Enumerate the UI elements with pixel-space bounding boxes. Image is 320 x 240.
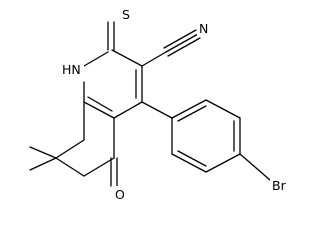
o-label-mask (113, 186, 129, 203)
bond-aryl-link (141, 101, 173, 119)
bond-ring-c4a-c8a (83, 101, 115, 119)
bond-ring-c2-c3 (111, 49, 143, 67)
bond-nitrile-2 (163, 29, 197, 49)
bond-methyl-2 (29, 157, 57, 171)
bond-ring-c7-c6 (55, 157, 85, 177)
bond-ring-c4-c4a (113, 101, 143, 119)
bond-ring-c8-c7 (55, 139, 85, 159)
bond-aryl-1 (171, 99, 207, 119)
molecule-structure: HN S N O Br (29, 6, 294, 203)
bond-aryl-5 (171, 153, 207, 173)
bond-ring-nh-c2 (83, 51, 109, 67)
atom-label-n: N (199, 21, 208, 36)
atom-labels: HN S N O Br (60, 6, 294, 203)
bond-aryl-2 (205, 99, 241, 119)
bond-aryl-4 (205, 153, 241, 173)
bond-ring-c6-c5 (83, 157, 115, 177)
n-label-mask (197, 20, 213, 36)
atom-label-nh: HN (62, 62, 81, 77)
bond-nitrile-1 (165, 33, 199, 53)
br-label-mask (270, 176, 294, 194)
s-label-mask (120, 6, 134, 22)
bond-aryl-5-double (177, 150, 207, 167)
bonds (29, 21, 271, 187)
bond-aryl-br (239, 153, 271, 181)
nh-label-mask (60, 60, 84, 78)
bond-nitrile-3 (167, 37, 201, 57)
bond-aryl-1-double (177, 105, 207, 122)
atom-label-o: O (115, 187, 125, 202)
bond-nitrile-stem (141, 51, 167, 67)
bond-ring-c4a-c8a-double (87, 96, 113, 112)
atom-label-br: Br (272, 178, 287, 193)
bond-methyl-1 (29, 146, 57, 159)
atom-label-s: S (122, 7, 130, 22)
